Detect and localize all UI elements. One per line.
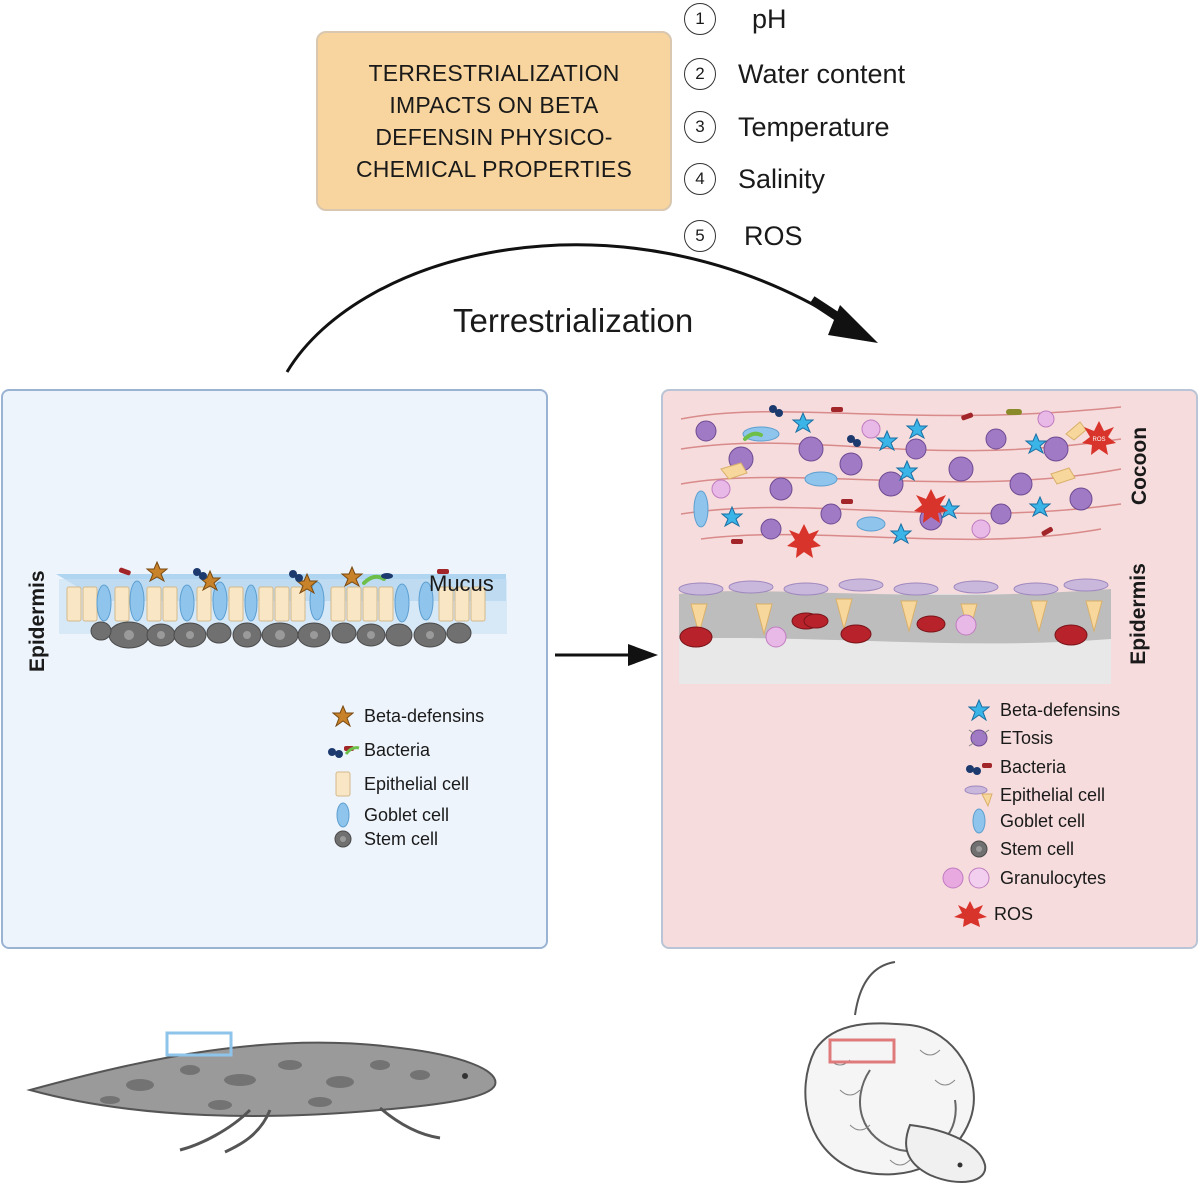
bacteria-icon — [962, 754, 996, 780]
legend-label: Stem cell — [364, 828, 439, 849]
title-line: DEFENSIN PHYSICO- — [375, 124, 613, 150]
aquatic-epidermis-illustration — [56, 560, 507, 649]
factor-salinity: 4 Salinity — [684, 163, 825, 195]
legend-bacteria-right: Bacteria — [962, 754, 1066, 780]
title-line: TERRESTRIALIZATION — [368, 60, 620, 86]
legend-bacteria: Bacteria — [326, 737, 430, 763]
cocoon-label: Cocoon — [1128, 426, 1151, 506]
factor-water-content: 2 Water content — [684, 58, 905, 90]
cocoon-highlight-box — [828, 1038, 896, 1064]
factor-number: 4 — [684, 163, 716, 195]
aquatic-epidermis-panel — [1, 389, 548, 949]
terrestrialization-label: Terrestrialization — [453, 302, 694, 339]
legend-stem-cell-right: Stem cell — [962, 836, 1074, 862]
etosis-icon — [962, 725, 996, 751]
legend-stem-cell: Stem cell — [326, 826, 438, 852]
ros-burst-icon — [950, 901, 990, 927]
legend-ros: ROS — [950, 901, 1033, 927]
factor-temperature: 3 Temperature — [684, 111, 890, 143]
legend-label: Epithelial cell — [1000, 784, 1106, 805]
factor-label: Temperature — [738, 111, 890, 142]
transition-arrow — [555, 644, 658, 666]
title-line: CHEMICAL PROPERTIES — [355, 156, 633, 182]
beta-defensin-star-icon — [962, 697, 996, 723]
legend-label: Beta-defensins — [1000, 699, 1121, 720]
lungfish-illustration — [26, 1031, 497, 1154]
mucus-label: Mucus — [429, 571, 494, 596]
legend-label: Goblet cell — [1000, 810, 1086, 831]
epithelial-cell-icon — [962, 782, 996, 808]
factor-number: 3 — [684, 111, 716, 143]
legend-granulocytes: Granulocytes — [938, 865, 1106, 891]
left-epidermis-label: Epidermis — [26, 570, 49, 672]
legend-label: Bacteria — [1000, 756, 1067, 777]
factor-label: pH — [752, 3, 787, 34]
legend-label: Stem cell — [1000, 838, 1075, 859]
stem-cell-icon — [962, 836, 996, 862]
factor-ph: 1 pH — [684, 3, 787, 35]
ros-tag: ROS — [1092, 437, 1105, 443]
factor-number: 5 — [684, 220, 716, 252]
factor-label: Water content — [738, 58, 906, 89]
fish-highlight-box — [165, 1031, 233, 1057]
legend-goblet-cell-right: Goblet cell — [962, 808, 1085, 834]
factor-number: 2 — [684, 58, 716, 90]
legend-goblet-cell: Goblet cell — [326, 802, 449, 828]
beta-defensin-star-icon — [326, 703, 360, 729]
legend-label: Granulocytes — [1000, 867, 1107, 888]
title-box: TERRESTRIALIZATION IMPACTS ON BETA DEFEN… — [316, 31, 672, 211]
factor-ros: 5 ROS — [684, 220, 803, 252]
legend-label: Epithelial cell — [364, 773, 470, 794]
granulocyte-icon — [938, 865, 996, 891]
factor-label: ROS — [744, 220, 803, 251]
legend-beta-defensins: Beta-defensins — [326, 703, 484, 729]
cocooned-lungfish-illustration — [804, 961, 987, 1183]
legend-label: Beta-defensins — [364, 705, 485, 726]
goblet-cell-icon — [962, 808, 996, 834]
legend-epithelial-cell-right: Epithelial cell — [962, 782, 1105, 808]
terrestrialization-curved-arrow — [285, 243, 878, 373]
factor-number: 1 — [684, 3, 716, 35]
legend-epithelial-cell: Epithelial cell — [326, 771, 469, 797]
legend-label: Bacteria — [364, 739, 431, 760]
bacteria-icon — [326, 737, 360, 763]
legend-label: ROS — [994, 903, 1034, 924]
title-line: IMPACTS ON BETA — [389, 92, 599, 118]
legend-label: Goblet cell — [364, 804, 450, 825]
stem-cell-icon — [326, 826, 360, 852]
legend-etosis: ETosis — [962, 725, 1053, 751]
legend-label: ETosis — [1000, 727, 1054, 748]
goblet-cell-icon — [326, 802, 360, 828]
legend-beta-defensins-right: Beta-defensins — [962, 697, 1120, 723]
cocoon-epidermis-illustration: ROS — [678, 405, 1122, 684]
factor-label: Salinity — [738, 163, 826, 194]
right-epidermis-label: Epidermis — [1127, 563, 1150, 665]
epithelial-cell-icon — [326, 771, 360, 797]
